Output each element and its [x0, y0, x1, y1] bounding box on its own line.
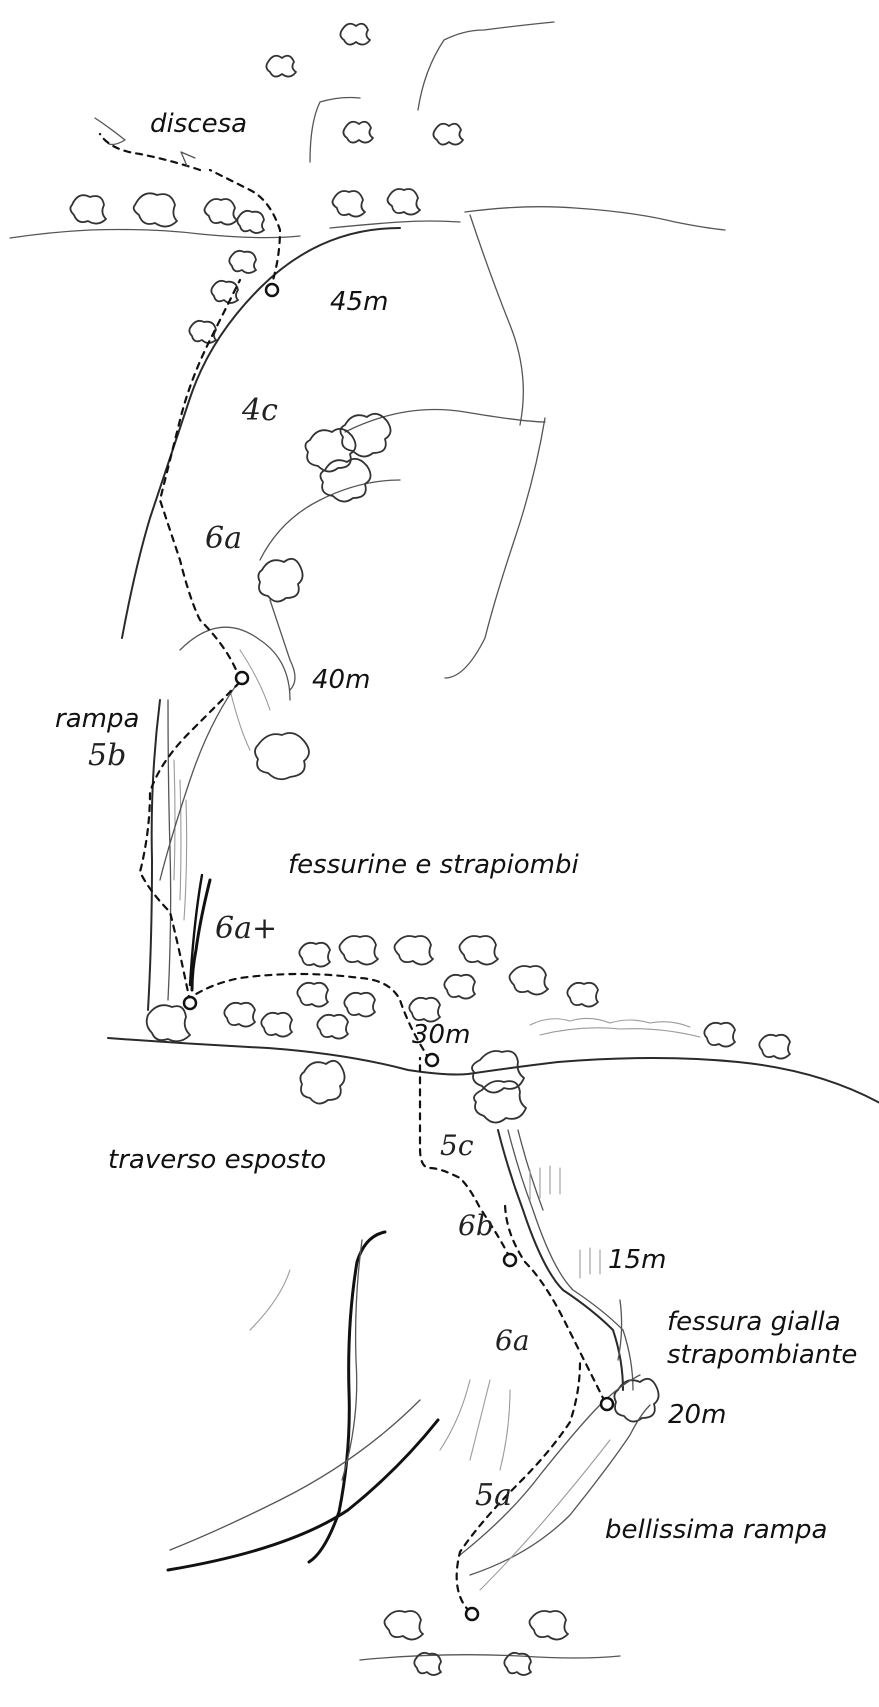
cracks-overhangs-note: fessurine e strapiombi — [288, 850, 579, 880]
ramp-grade-5b: 5b — [88, 738, 126, 773]
yellow-crack-label-line2: strapombiante — [667, 1340, 857, 1370]
buttress-bushes — [255, 414, 391, 779]
ramp-label: rampa — [55, 704, 139, 734]
pitch-grade-6a-plus: 6a+ — [215, 911, 277, 946]
pitch-grade-6b: 6b — [458, 1209, 494, 1242]
pitch-length-20m: 20m — [668, 1400, 726, 1430]
pitch-length-40m: 40m — [312, 665, 370, 695]
pitch-grade-6a-lower: 6a — [495, 1324, 530, 1357]
pitch-length-45m: 45m — [330, 287, 388, 317]
belay-station-30m — [426, 1054, 438, 1066]
ledge-bushes — [224, 936, 790, 1123]
belay-station-40m — [236, 672, 248, 684]
pitch-grade-4c: 4c — [241, 393, 278, 428]
pitch-grade-6a-upper: 6a — [205, 521, 242, 556]
belay-station-traverse-start — [184, 997, 196, 1009]
pitch-length-30m: 30m — [412, 1020, 470, 1050]
pitch-grade-5c: 5c — [440, 1129, 474, 1162]
belay-station-6b — [504, 1254, 516, 1266]
skyline-ridge — [10, 118, 725, 238]
belay-station-20m — [601, 1398, 613, 1410]
traverse-ledge — [108, 1005, 879, 1122]
belay-station-45m — [266, 284, 278, 296]
beautiful-ramp-label: bellissima rampa — [605, 1515, 827, 1545]
descent-label: discesa — [150, 109, 247, 139]
summit-vegetation — [266, 22, 554, 162]
pitch-length-15m: 15m — [608, 1245, 666, 1275]
yellow-crack-label-line1: fessura gialla — [667, 1307, 841, 1337]
ridge-bushes — [70, 189, 420, 343]
belay-station-start — [466, 1608, 478, 1620]
lower-wall — [168, 1130, 659, 1675]
traverse-note: traverso esposto — [108, 1145, 326, 1175]
pitch-grade-5a: 5a — [475, 1478, 512, 1513]
